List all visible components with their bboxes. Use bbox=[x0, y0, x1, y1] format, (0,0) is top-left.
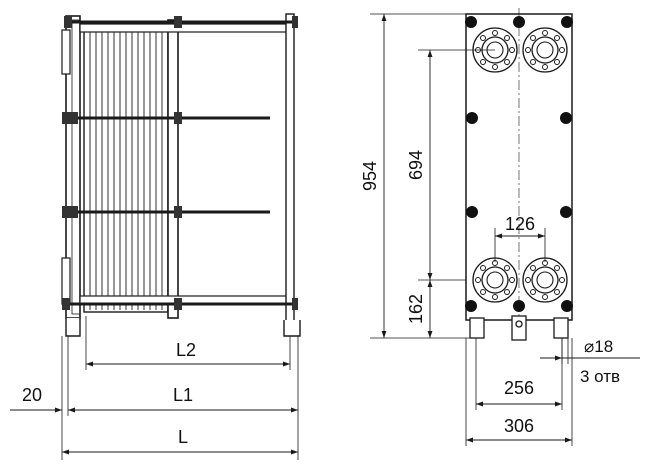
dim-label-L: L bbox=[178, 427, 188, 447]
dim-label-port-bottom: 162 bbox=[406, 294, 426, 324]
bolt-lower-left bbox=[466, 206, 478, 218]
tightening-bolt-2 bbox=[62, 112, 270, 124]
side-extension-lines bbox=[61, 316, 299, 460]
bottom-port-left bbox=[472, 257, 518, 303]
support-foot bbox=[283, 320, 301, 337]
bottom-port-right bbox=[522, 257, 568, 303]
dim-label-width-inner: 256 bbox=[504, 378, 534, 398]
bolt-top-left bbox=[465, 16, 477, 28]
dim-label-hole: ⌀18 bbox=[584, 337, 613, 356]
dim-label-height-total: 954 bbox=[360, 161, 380, 191]
dim-label-L1: L1 bbox=[173, 385, 193, 405]
dim-label-port-horizontal: 126 bbox=[505, 214, 535, 234]
pressure-plate bbox=[167, 19, 179, 319]
upper-carrying-bar bbox=[79, 23, 293, 33]
top-nozzle-flange bbox=[61, 29, 71, 75]
dim-label-hole-count: 3 отв bbox=[580, 367, 620, 386]
dim-label-offset: 20 bbox=[22, 385, 42, 405]
bolt-lower-right bbox=[560, 206, 572, 218]
bottom-nozzle-flange bbox=[61, 257, 71, 305]
dim-label-port-spacing: 694 bbox=[406, 150, 426, 180]
dim-label-L2: L2 bbox=[176, 340, 196, 360]
bolt-top-right bbox=[561, 16, 573, 28]
plate-lines bbox=[89, 28, 163, 310]
front-view: 954 694 162 126 ⌀18 3 отв 256 306 bbox=[360, 8, 640, 446]
bolt-upper-right bbox=[560, 112, 572, 124]
top-port-right bbox=[522, 27, 568, 73]
dim-label-width-outer: 306 bbox=[504, 416, 534, 436]
front-feet bbox=[469, 315, 569, 341]
tightening-bolt-4 bbox=[62, 298, 298, 310]
support-column bbox=[285, 13, 295, 335]
tightening-bolt-1 bbox=[64, 16, 298, 28]
side-view: L2 L1 L 20 bbox=[10, 13, 301, 460]
fixed-frame-inner bbox=[71, 19, 81, 315]
tightening-bolt-3 bbox=[62, 206, 270, 218]
bolt-bottom-right bbox=[561, 300, 573, 312]
front-bolts bbox=[465, 16, 573, 312]
bolt-upper-left bbox=[466, 112, 478, 124]
left-foot bbox=[65, 318, 81, 337]
bolt-bottom-mid bbox=[513, 300, 525, 312]
bolt-top-mid bbox=[513, 16, 525, 28]
bolt-bottom-left bbox=[465, 300, 477, 312]
